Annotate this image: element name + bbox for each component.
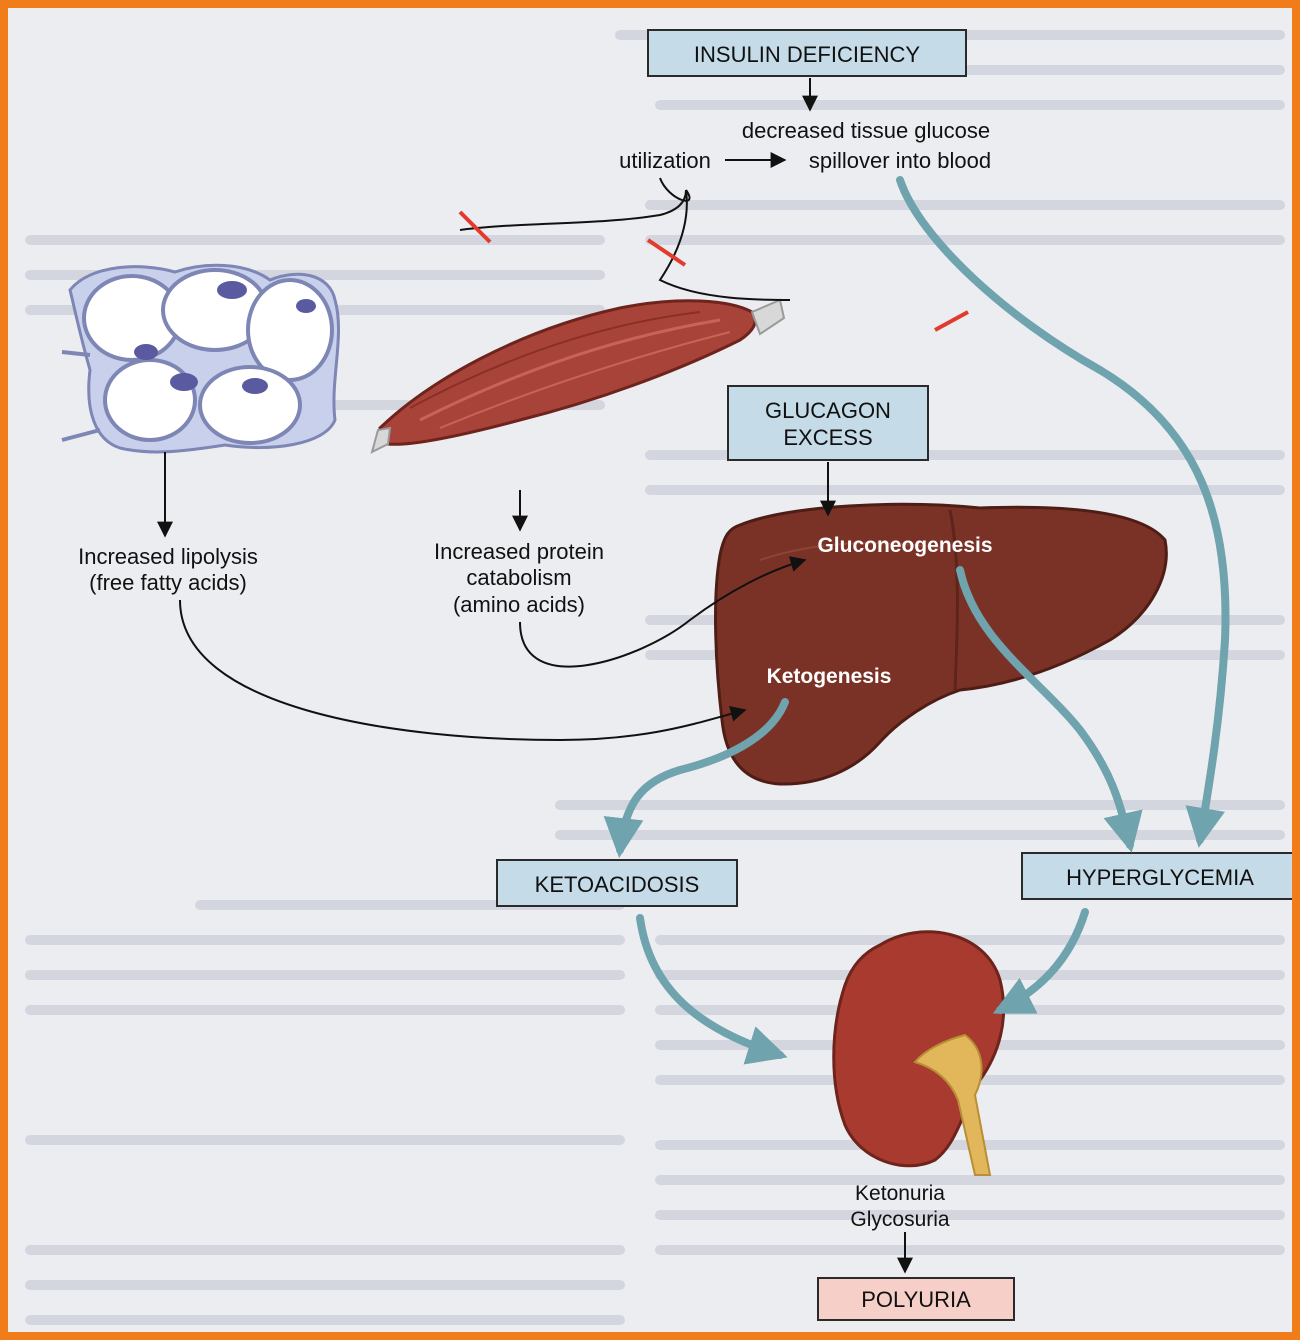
insulin-deficiency-label: INSULIN DEFICIENCY [694,42,920,67]
protein-catabolism-label-line1: Increased protein [434,539,604,564]
hyperglycemia-label: HYPERGLYCEMIA [1066,865,1254,890]
ketonuria-label: Ketonuria [855,1182,945,1205]
protein-catabolism-label-line2: catabolism [466,565,571,590]
gluconeogenesis-label: Gluconeogenesis [817,534,992,557]
pathophysiology-diagram: INSULIN DEFICIENCY GLUCAGON EXCESS KETOA… [8,8,1292,1332]
glycosuria-label: Glycosuria [850,1208,950,1231]
glucagon-excess-label-line1: GLUCAGON [765,398,891,423]
decreased-tissue-glucose-label: decreased tissue glucose [742,118,990,143]
skeletal-muscle-illustration [372,300,784,452]
polyuria-label: POLYURIA [861,1287,971,1312]
ketogenesis-label: Ketogenesis [767,665,892,688]
spillover-into-blood-label: spillover into blood [809,148,991,173]
background-page-texture [30,35,1280,1320]
lipolysis-label-line2: (free fatty acids) [89,570,247,595]
adipose-tissue-illustration [62,265,339,452]
glucagon-excess-label-line2: EXCESS [783,425,872,450]
kidney-illustration [834,932,1004,1175]
protein-catabolism-label-line3: (amino acids) [453,592,585,617]
utilization-label: utilization [619,148,711,173]
lipolysis-label-line1: Increased lipolysis [78,544,258,569]
ketoacidosis-label: KETOACIDOSIS [535,872,700,897]
